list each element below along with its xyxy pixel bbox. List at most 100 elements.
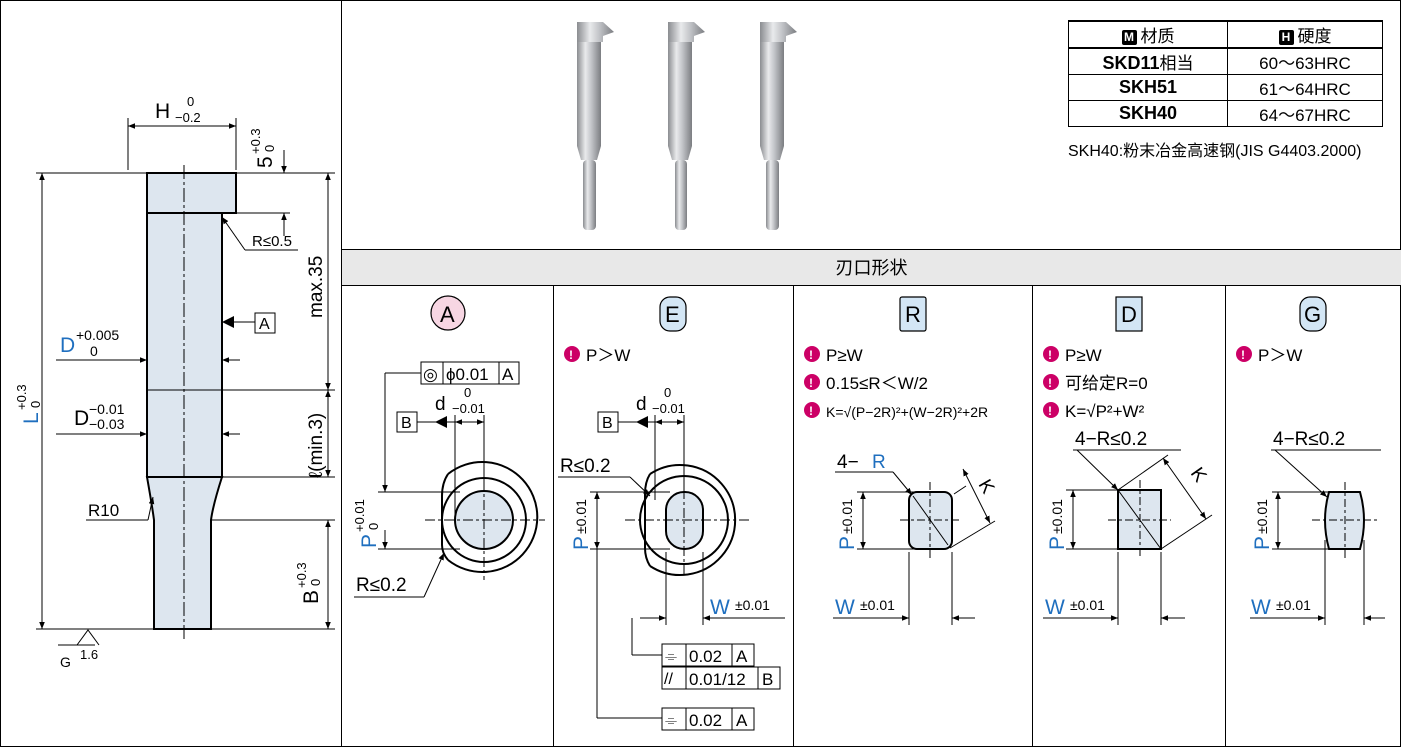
a-r-label: R≤0.2: [356, 575, 407, 596]
e-fcf1-symbol: ⌯: [665, 648, 677, 665]
a-d-label: d: [435, 394, 446, 415]
r-p-label: P: [836, 536, 859, 550]
svg-text:!: !: [569, 348, 573, 362]
e-w-label: W: [710, 596, 730, 619]
svg-text:!: !: [1048, 404, 1052, 418]
h-tol-upper: 0: [187, 94, 194, 109]
e-d-tol-upper: 0: [664, 385, 671, 400]
d-w-tol: ±0.01: [1070, 597, 1105, 613]
d-p-tol: ±0.01: [1049, 499, 1065, 534]
B-tol-lower: 0: [308, 579, 323, 586]
r-cond3: K=√(P−2R)²+(W−2R)²+2R: [826, 404, 988, 420]
pin-1: [577, 22, 614, 230]
r-w-label: W: [835, 596, 855, 619]
e-cond1: P＞W: [586, 346, 630, 365]
a-fcf-symbol: ◎: [423, 365, 438, 384]
e-fcf3-tol: 0.02: [689, 711, 722, 730]
svg-text:!: !: [1048, 376, 1052, 390]
e-r-label: R≤0.2: [560, 456, 611, 477]
B-tol-upper: +0.3: [294, 562, 309, 588]
d-upper-label: D: [60, 334, 75, 357]
e-p-tol: ±0.01: [573, 499, 589, 534]
d-cond2: 可给定R=0: [1065, 374, 1148, 393]
h-label: H: [155, 100, 170, 123]
L-tol-lower: 0: [28, 401, 43, 408]
L-label: L: [20, 412, 43, 424]
d-lower-label: D: [74, 407, 89, 430]
r-k-label: K: [974, 476, 999, 498]
e-d-label: d: [636, 394, 647, 415]
svg-text:!: !: [1241, 348, 1245, 362]
punch-head: [146, 172, 237, 214]
datum-a: A: [259, 316, 270, 333]
a-d-tol-upper: 0: [464, 385, 471, 400]
d-p-label: P: [1046, 536, 1069, 550]
a-fcf-datum: A: [502, 365, 514, 384]
g-w-tol: ±0.01: [1276, 597, 1311, 613]
e-w-tol: ±0.01: [735, 597, 770, 613]
a-p-label: P: [358, 534, 381, 548]
e-fcf2-tol: 0.01/12: [689, 670, 746, 689]
r-cond1: P≥W: [826, 346, 863, 365]
panel-d: D ! P≥W ! 可给定R=0 ! K=√P²+W² 4−R≤0.2 K P …: [1043, 296, 1213, 625]
l-min-label: ℓ(min.3): [306, 413, 327, 478]
d-upper-tol-upper: +0.005: [76, 327, 119, 343]
panel-r: R ! P≥W ! 0.15≤R＜W/2 ! K=√(P−2R)²+(W−2R)…: [804, 296, 999, 625]
badge-r: R: [905, 302, 921, 327]
badge-g: G: [1304, 302, 1321, 327]
L-tol-upper: +0.3: [14, 384, 29, 410]
a-datum-b: B: [401, 415, 412, 432]
svg-text:!: !: [1048, 348, 1052, 362]
panel-e: E ! P＞W B d 0 −0.01 R≤0.2: [558, 296, 785, 731]
e-fcf1-datum: A: [736, 647, 748, 666]
product-photo: [577, 22, 797, 230]
a-fcf-tol: ϕ0.01: [446, 365, 489, 384]
d-k-label: K: [1186, 464, 1211, 487]
r-corner-r: R: [872, 452, 886, 473]
d-lower-tol-upper: −0.01: [89, 401, 125, 417]
head-label: 5: [254, 156, 277, 168]
d-cond3: K=√P²+W²: [1065, 402, 1145, 421]
d-corner: 4−R≤0.2: [1075, 429, 1147, 450]
r-w-tol: ±0.01: [860, 597, 895, 613]
punch-side-view: [145, 165, 237, 640]
head-tol-lower: 0: [262, 145, 277, 152]
max-label: max.35: [306, 256, 327, 318]
r-corner-prefix: 4−: [837, 452, 859, 473]
d-lower-tol-lower: −0.03: [89, 416, 125, 432]
pin-3: [760, 22, 797, 230]
g-p-tol: ±0.01: [1254, 499, 1270, 534]
g-corner: 4−R≤0.2: [1273, 429, 1345, 450]
r-cond2: 0.15≤R＜W/2: [826, 374, 928, 393]
material-note: SKH40:粉末冶金高速钢(JIS G4403.2000): [1068, 143, 1362, 160]
g-p-label: P: [1251, 536, 1274, 550]
badge-e: E: [665, 302, 680, 327]
d-upper-tol-lower: 0: [90, 343, 98, 359]
r10-label: R10: [88, 501, 119, 520]
table-row: SKH51 61～64HRC: [1068, 74, 1383, 101]
d-cond1: P≥W: [1065, 346, 1102, 365]
badge-a: A: [440, 302, 455, 327]
roughness-g: G: [60, 654, 71, 670]
svg-text:!: !: [809, 348, 813, 362]
section-title: 刃口形状: [342, 249, 1401, 286]
e-p-label: P: [570, 536, 593, 550]
h-tol-lower: −0.2: [175, 110, 201, 125]
panel-g: G ! P＞W 4−R≤0.2 P ±0.01 W ±0.01: [1236, 296, 1385, 625]
a-d-tol-lower: −0.01: [452, 401, 485, 416]
a-p-tol-lower: 0: [366, 523, 381, 530]
e-fcf2-symbol: //: [664, 671, 673, 688]
roughness-value: 1.6: [80, 647, 98, 662]
badge-d: D: [1121, 302, 1137, 327]
hardness-chip-icon: H: [1278, 30, 1294, 45]
a-p-tol-upper: +0.01: [352, 499, 367, 532]
g-w-label: W: [1251, 596, 1271, 619]
material-chip-icon: M: [1121, 30, 1137, 45]
fillet-label: R≤0.5: [252, 233, 292, 250]
e-d-tol-lower: −0.01: [652, 401, 685, 416]
head-tol-upper: +0.3: [248, 128, 263, 154]
